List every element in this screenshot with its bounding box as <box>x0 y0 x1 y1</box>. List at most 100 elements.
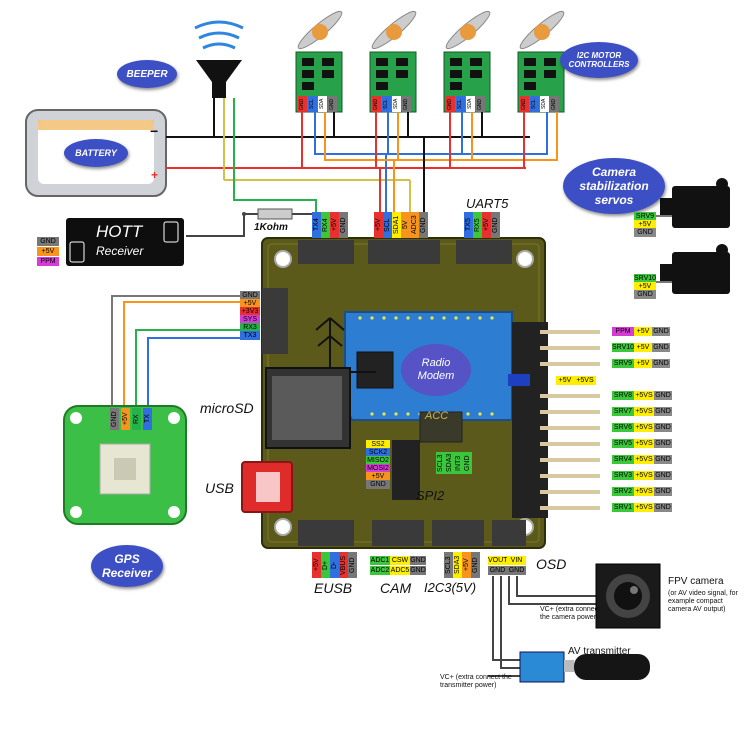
servo-ground-label: GND <box>654 407 672 416</box>
hott-title: HOTT <box>96 222 143 241</box>
servo-power-label: +5VS <box>634 391 654 400</box>
servo-signal-label: SRV2 <box>612 487 634 496</box>
spi-pin-label: +5V <box>366 472 390 481</box>
gps-pin-label: TX3 <box>240 331 260 340</box>
servo-ground-label: GND <box>652 359 670 368</box>
acc-label: ACC <box>425 410 449 422</box>
motor-pin-label: SDA <box>392 96 401 112</box>
servo-ground-label: GND <box>654 455 672 464</box>
mount-hole <box>516 250 534 268</box>
hott-subtitle: Receiver <box>96 244 144 258</box>
vc-camera-note: VC+ (extra connect the camera power) <box>540 606 601 621</box>
hott-pin-label: +5V <box>37 247 59 256</box>
cam-pin-label: ADC2 <box>370 566 390 575</box>
motor-pin-label: SDA <box>540 96 549 112</box>
spi-pin-label: MOSI2 <box>366 464 390 473</box>
gps-pin-label: +5V <box>240 299 260 308</box>
i2c3-pin-label: +5V <box>462 552 471 578</box>
header-top-mid <box>368 240 440 264</box>
header-i2c3 <box>432 520 484 546</box>
header-uart5 <box>456 240 512 264</box>
servo-ground-label: GND <box>654 503 672 512</box>
jumper-icon <box>508 374 530 386</box>
motor-pin-label: SDA <box>466 96 475 112</box>
gps-bubble: GPS Receiver <box>91 545 163 587</box>
gps-module-pin-label: +5V <box>121 408 130 430</box>
osd-pin-label: GND <box>488 566 507 575</box>
i2c-motor-bubble: I2C MOTOR CONTROLLERS <box>560 42 638 78</box>
mount-hole <box>274 250 292 268</box>
spi2-label: SPI2 <box>416 488 445 503</box>
eusb-pin-label: GND <box>348 552 357 578</box>
i2c-pin-label: SCL <box>383 212 392 238</box>
gps-pin-label: +3V3 <box>240 307 260 316</box>
i2c-pin-label: GND <box>419 212 428 238</box>
osd-label: OSD <box>536 556 567 572</box>
spi-pin-label: MISO2 <box>366 456 390 465</box>
motor-pin-label: GND <box>446 96 455 112</box>
gps-pin-label: RX3 <box>240 323 260 332</box>
i2c-pin-label: 5V <box>401 212 410 238</box>
servo-icon <box>660 178 730 228</box>
servo-icon <box>660 244 730 294</box>
servo-ground-label: GND <box>654 391 672 400</box>
header-eusb <box>298 520 354 546</box>
camera-servo-pin-label: SRV9 <box>634 212 656 221</box>
header-pin-label: RX4 <box>321 212 330 238</box>
header-pin-label: GND <box>339 212 348 238</box>
camera-servo-pin-label: +5V <box>634 282 656 291</box>
camera-servo-pin-label: GND <box>634 228 656 237</box>
servo-ground-label: GND <box>654 487 672 496</box>
eusb-pin-label: D- <box>330 552 339 578</box>
beeper-bubble: BEEPER <box>117 60 177 88</box>
jumper-label-5v: +5V <box>556 376 574 385</box>
eusb-label: EUSB <box>314 580 353 596</box>
spi-pin-label: SCK2 <box>366 448 390 457</box>
header-pin-label: TX4 <box>312 212 321 238</box>
uart5-pin-label: +5V <box>482 212 491 238</box>
motor-pin-label: GND <box>298 96 307 112</box>
i2c3-pin-label: GND <box>471 552 480 578</box>
mount-hole <box>274 518 292 536</box>
motor-pin-label: GND <box>402 96 411 112</box>
camera-servo-pin-label: SRV10 <box>634 274 656 283</box>
eusb-pin-label: +5V <box>312 552 321 578</box>
vc-transmitter-note: VC+ (extra connect the transmitter power… <box>440 674 512 689</box>
motor-pin-label: SDA <box>318 96 327 112</box>
osd-pin-label: VIN <box>507 556 526 565</box>
servo-ground-label: GND <box>652 327 670 336</box>
modem-chip <box>356 351 394 389</box>
gps-pin-label: GND <box>240 291 260 300</box>
servo-ground-label: GND <box>654 423 672 432</box>
motor-pin-label: GND <box>476 96 485 112</box>
servo-signal-label: SRV8 <box>612 391 634 400</box>
servo-power-label: +5VS <box>634 439 654 448</box>
osd-pin-label: GND <box>507 566 526 575</box>
acc-chip <box>419 411 463 443</box>
cam-pin-label: ADC1 <box>370 556 390 565</box>
uart5-label: UART5 <box>466 196 509 211</box>
header-cam <box>372 520 424 546</box>
motor-pin-label: SCL <box>382 96 391 112</box>
spi-vertical-pin-label: INT3 <box>454 452 463 474</box>
camera-servo-pin-label: +5V <box>634 220 656 229</box>
radio-modem-label: Radio Modem <box>417 357 455 382</box>
resistor-label: 1Kohm <box>254 222 288 233</box>
beeper-icon <box>194 20 244 98</box>
cam-label: CAM <box>380 580 412 596</box>
servo-power-label: +5VS <box>634 423 654 432</box>
jumper-label-5vs: +5VS <box>574 376 596 385</box>
hott-pin-label: PPM <box>37 257 59 266</box>
servo-ground-label: GND <box>652 343 670 352</box>
eusb-pin-label: VBUS <box>339 552 348 578</box>
cam-pin-label: CSW <box>390 556 410 565</box>
gps-module-pin-label: TX <box>143 408 152 430</box>
motor-pin-label: GND <box>550 96 559 112</box>
osd-pin-label: VOUT <box>488 556 507 565</box>
fpv-camera-icon <box>595 563 661 629</box>
uart5-pin-label: RX5 <box>473 212 482 238</box>
header-pin-label: +5V <box>330 212 339 238</box>
servo-power-label: +5V <box>634 359 652 368</box>
